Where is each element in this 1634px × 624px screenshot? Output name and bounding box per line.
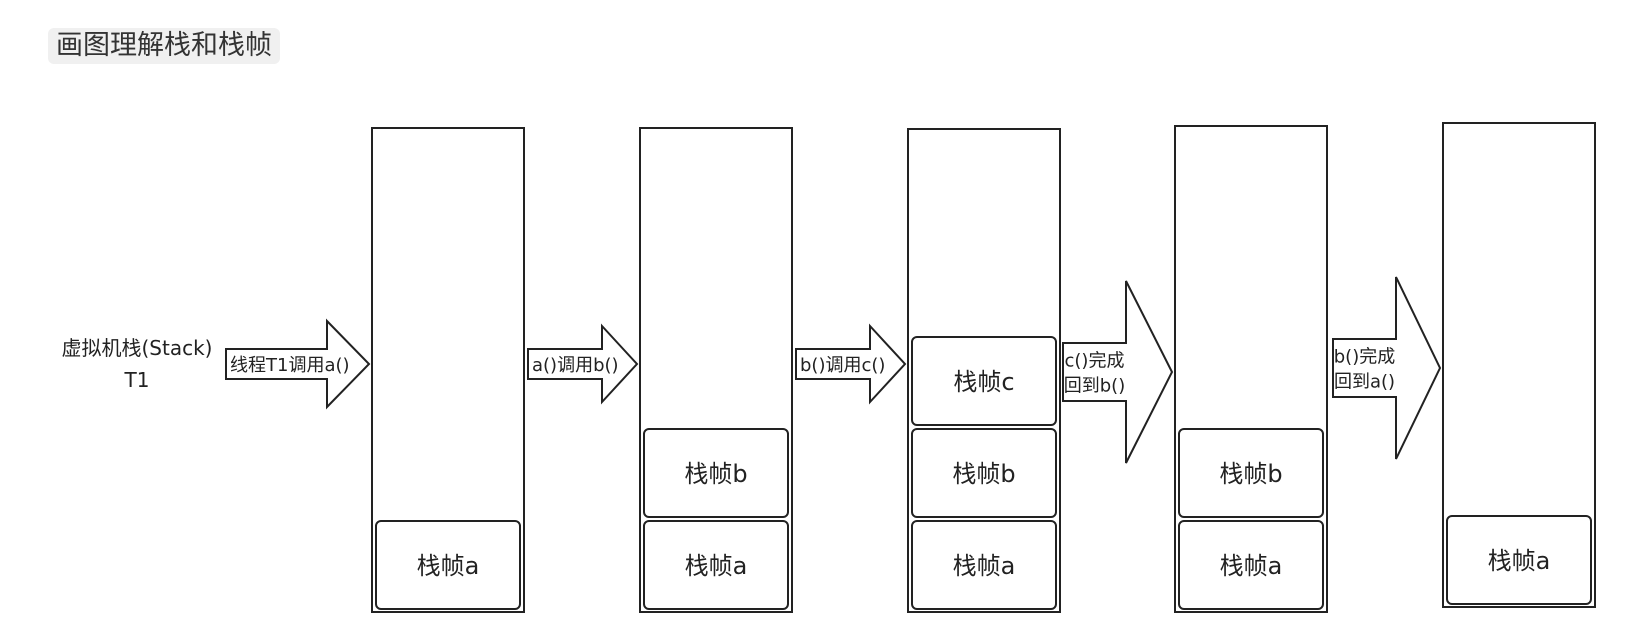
stack-label-line2: T1: [124, 368, 150, 392]
arrow-label: 回到a(): [1334, 372, 1395, 393]
stack-frame: 栈帧a: [375, 520, 521, 610]
stack-frame-label: 栈帧a: [417, 552, 480, 580]
arrow-shape: [1332, 276, 1442, 460]
diagram-title: 画图理解栈和栈帧: [48, 28, 280, 64]
transition-arrow-3: b()调用c(): [795, 323, 907, 405]
stack-frame-label: 栈帧b: [684, 460, 747, 488]
stack-frame-label: 栈帧a: [1220, 552, 1283, 580]
stack-frame-label: 栈帧a: [953, 552, 1016, 580]
arrow-shape: [225, 318, 371, 410]
stack-frame-box: [643, 520, 789, 610]
arrow-label: 线程T1调用a(): [230, 355, 350, 376]
stack-frame-box: [1178, 520, 1324, 610]
stack-frame-label: 栈帧b: [952, 460, 1015, 488]
arrow-label: b()调用c(): [800, 355, 885, 376]
stack-frame-box: [375, 520, 521, 610]
stack-frame-box: [911, 428, 1057, 518]
arrow-shape: [1062, 280, 1174, 464]
stack-frame: 栈帧a: [643, 520, 789, 610]
stack-frame-box: [1178, 428, 1324, 518]
stack-frame: 栈帧b: [911, 428, 1057, 518]
arrow-label: 回到b(): [1064, 376, 1125, 397]
stack-frame-label: 栈帧a: [685, 552, 748, 580]
stack-frame-box: [911, 520, 1057, 610]
stack-frame: 栈帧a: [1446, 515, 1592, 605]
stack-column-1: 栈帧a: [371, 127, 525, 613]
transition-arrow-2: a()调用b(): [527, 323, 639, 405]
stack-frame: 栈帧a: [911, 520, 1057, 610]
stack-frame-box: [643, 428, 789, 518]
stack-column-3: 栈帧a 栈帧b 栈帧c: [907, 128, 1061, 613]
stack-column-4: 栈帧a 栈帧b: [1174, 125, 1328, 613]
stack-column-2: 栈帧a 栈帧b: [639, 127, 793, 613]
arrow-label: a()调用b(): [532, 355, 619, 376]
stack-column-5: 栈帧a: [1442, 122, 1596, 608]
stack-frame-label: 栈帧c: [953, 368, 1014, 396]
stack-frame-label: 栈帧a: [1488, 547, 1551, 575]
stack-frame-label: 栈帧b: [1219, 460, 1282, 488]
arrow-label: b()完成: [1334, 347, 1395, 368]
stack-layer: 栈帧a 栈帧a 栈帧b 栈帧a 栈帧b 栈帧c 栈帧a 栈帧b 栈帧a: [371, 122, 1596, 613]
stack-frame-box: [911, 336, 1057, 426]
stack-frame: 栈帧b: [643, 428, 789, 518]
stack-frame-box: [1446, 515, 1592, 605]
stack-frame: 栈帧b: [1178, 428, 1324, 518]
transition-arrow-1: 线程T1调用a(): [225, 318, 371, 410]
arrow-shape: [795, 323, 907, 405]
arrow-label: c()完成: [1065, 351, 1125, 372]
stack-label-line1: 虚拟机栈(Stack): [62, 336, 213, 360]
arrow-shape: [527, 323, 639, 405]
stack-frame: 栈帧c: [911, 336, 1057, 426]
stack-frame: 栈帧a: [1178, 520, 1324, 610]
